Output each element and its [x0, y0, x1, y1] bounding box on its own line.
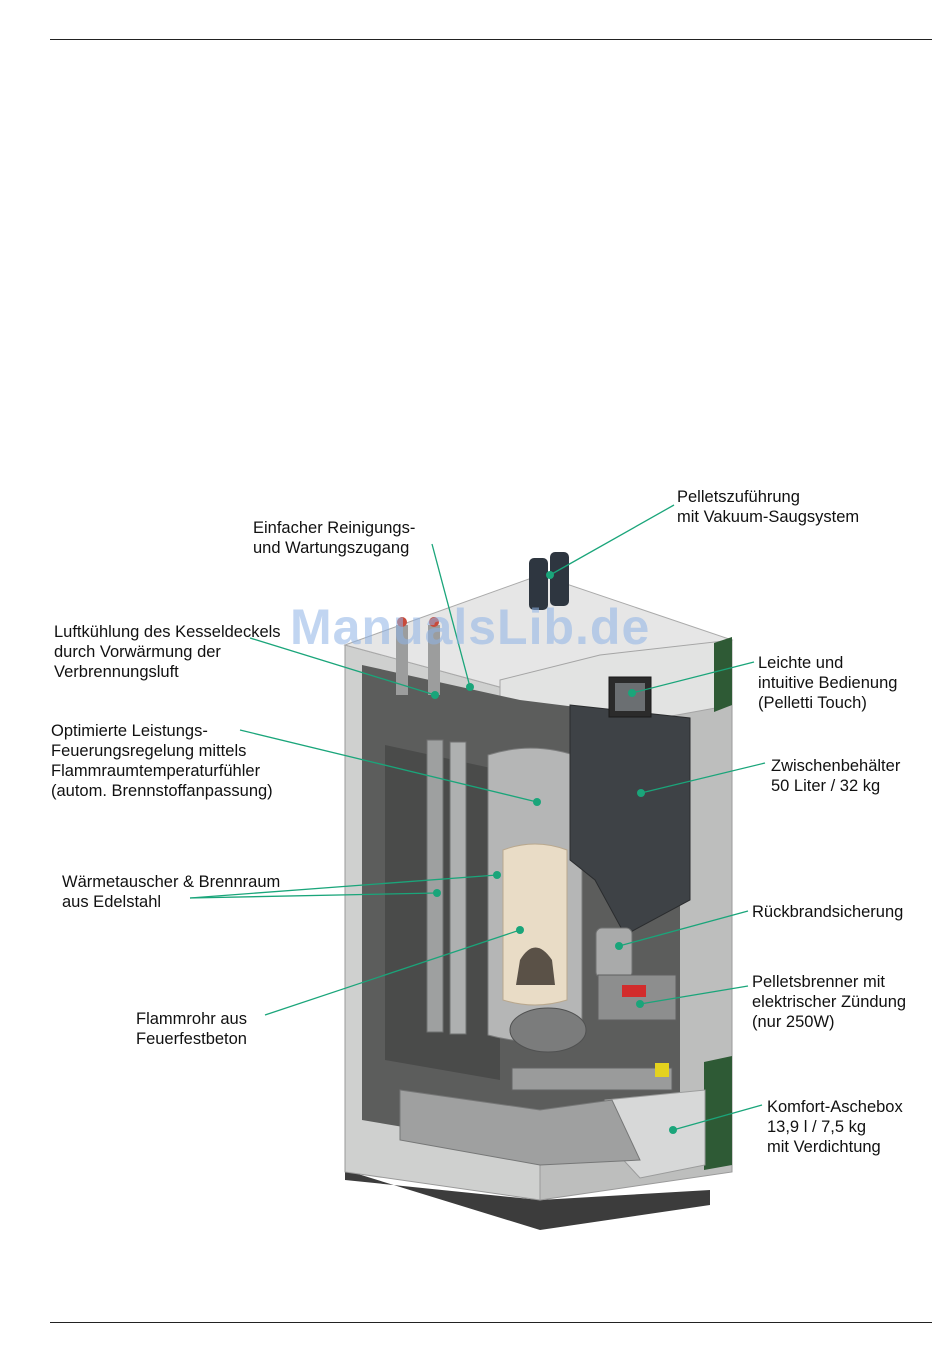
auger-yellow-part: [655, 1063, 669, 1077]
burner-ignition-red: [622, 985, 646, 997]
label-burnback-protection: Rückbrandsicherung: [752, 902, 903, 922]
dot-flame-tube: [516, 926, 524, 934]
leader-pellet-feed: [550, 505, 674, 575]
dot-cleaning: [466, 683, 474, 691]
heat-exchanger-tube-2: [450, 742, 466, 1034]
label-flame-tube: Flammrohr aus Feuerfestbeton: [136, 1009, 247, 1049]
green-trim-top: [714, 637, 732, 712]
burnback-valve: [596, 928, 632, 978]
dot-air-cooling: [431, 691, 439, 699]
green-trim-bottom: [704, 1056, 732, 1170]
dot-buffer-tank: [637, 789, 645, 797]
dot-pellet-feed: [546, 571, 554, 579]
pellet-burner: [598, 975, 676, 1020]
label-power-control: Optimierte Leistungs- Feuerungsregelung …: [51, 721, 273, 801]
label-ash-box: Komfort-Aschebox 13,9 l / 7,5 kg mit Ver…: [767, 1097, 903, 1157]
control-panel-screen: [615, 683, 645, 711]
dot-ash-box: [669, 1126, 677, 1134]
label-heat-exchanger: Wärmetauscher & Brennraum aus Edelstahl: [62, 872, 280, 912]
label-operation: Leichte und intuitive Bedienung (Pellett…: [758, 653, 897, 713]
label-air-cooling: Luftkühlung des Kesseldeckels durch Vorw…: [54, 622, 281, 682]
burner-housing: [510, 1008, 586, 1052]
heat-exchanger-tube-1: [427, 740, 443, 1032]
dot-burner: [636, 1000, 644, 1008]
dot-power-control: [533, 798, 541, 806]
watermark: ManualsLib.de: [290, 598, 650, 656]
label-cleaning-access: Einfacher Reinigungs- und Wartungszugang: [253, 518, 415, 558]
label-pellet-burner: Pelletsbrenner mit elektrischer Zündung …: [752, 972, 906, 1032]
label-pellet-feed: Pelletszuführung mit Vakuum-Saugsystem: [677, 487, 859, 527]
dot-operation: [628, 689, 636, 697]
feed-auger: [512, 1068, 672, 1090]
dot-burnback: [615, 942, 623, 950]
dot-heat-exchanger-2: [433, 889, 441, 897]
dot-heat-exchanger-1: [493, 871, 501, 879]
label-buffer-tank: Zwischenbehälter 50 Liter / 32 kg: [771, 756, 900, 796]
